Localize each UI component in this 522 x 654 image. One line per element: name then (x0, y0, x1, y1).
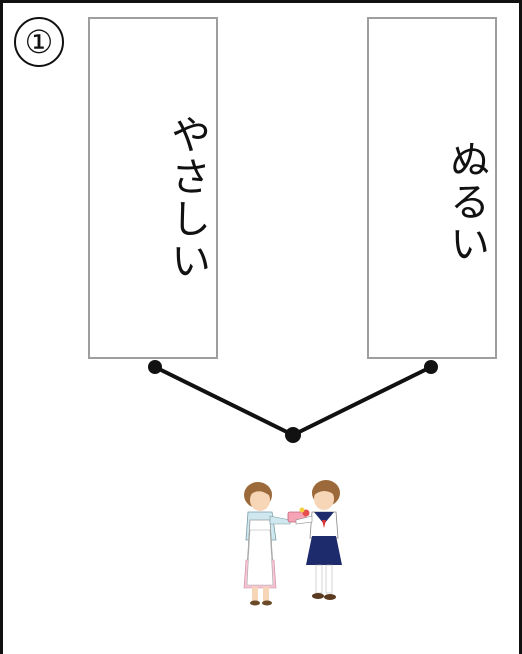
left-child-figure (243, 482, 291, 606)
question-number: ① (14, 17, 64, 67)
connector-dot-left[interactable] (148, 360, 162, 374)
two-children-giving-gift-icon (243, 480, 342, 606)
word-card-right[interactable]: ぬるい (367, 17, 497, 359)
connector-line-left (153, 365, 295, 437)
word-card-right-text: ぬるい (443, 139, 489, 265)
word-card-left[interactable]: やさしい (88, 17, 218, 359)
connector-dot-right[interactable] (424, 360, 438, 374)
connector-line-right (291, 365, 433, 437)
connector-dot-center[interactable] (285, 427, 301, 443)
right-child-figure (295, 480, 342, 600)
word-card-left-text: やさしい (164, 114, 210, 282)
